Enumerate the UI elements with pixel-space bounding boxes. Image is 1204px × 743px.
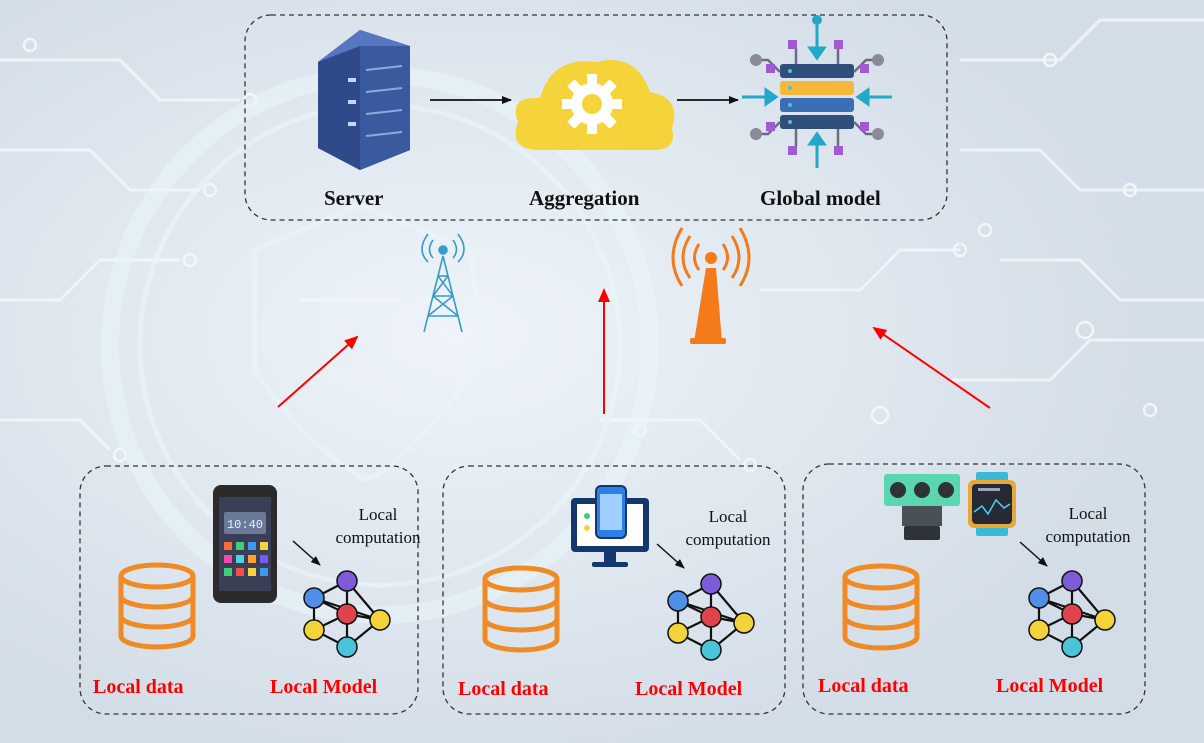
cloud-gear-icon [515, 60, 675, 151]
update-arrows [277, 288, 991, 414]
global-model-hub-icon [742, 15, 892, 168]
local-data-label-3: Local data [818, 675, 909, 697]
database-icon [118, 562, 196, 650]
computation-arrow-2 [656, 543, 685, 569]
local-model-label-1: Local Model [270, 676, 378, 698]
neural-network-icon [667, 573, 755, 661]
phone-clock-text: 10:40 [227, 518, 263, 532]
neural-network-icon [1028, 570, 1116, 658]
server-label: Server [324, 186, 384, 210]
wireless-antenna-icon [671, 227, 751, 344]
update-arrow-1 [277, 335, 359, 408]
computation-arrow-3 [1019, 541, 1048, 567]
client-box-1 [79, 465, 419, 715]
client-box-3 [802, 463, 1146, 715]
desktop-monitor-icon [571, 485, 649, 567]
local-model-label-3: Local Model [996, 675, 1104, 697]
local-data-label-1: Local data [93, 676, 184, 698]
local-model-label-2: Local Model [635, 678, 743, 700]
database-icon [482, 565, 560, 653]
server-group-box [244, 14, 948, 221]
database-icon [842, 563, 920, 651]
aggregation-label: Aggregation [529, 186, 640, 210]
smartphone-icon: 10:40 [213, 485, 277, 603]
update-arrow-3 [872, 326, 991, 409]
computation-arrow-1 [292, 540, 321, 566]
local-data-label-2: Local data [458, 678, 549, 700]
client-box-2 [442, 465, 786, 715]
radio-tower-icon [421, 233, 465, 333]
server-rack-icon [318, 30, 410, 170]
iot-sensors-smartwatch-icon [884, 472, 1016, 540]
neural-network-icon [303, 570, 391, 658]
global-model-label: Global model [760, 186, 881, 210]
